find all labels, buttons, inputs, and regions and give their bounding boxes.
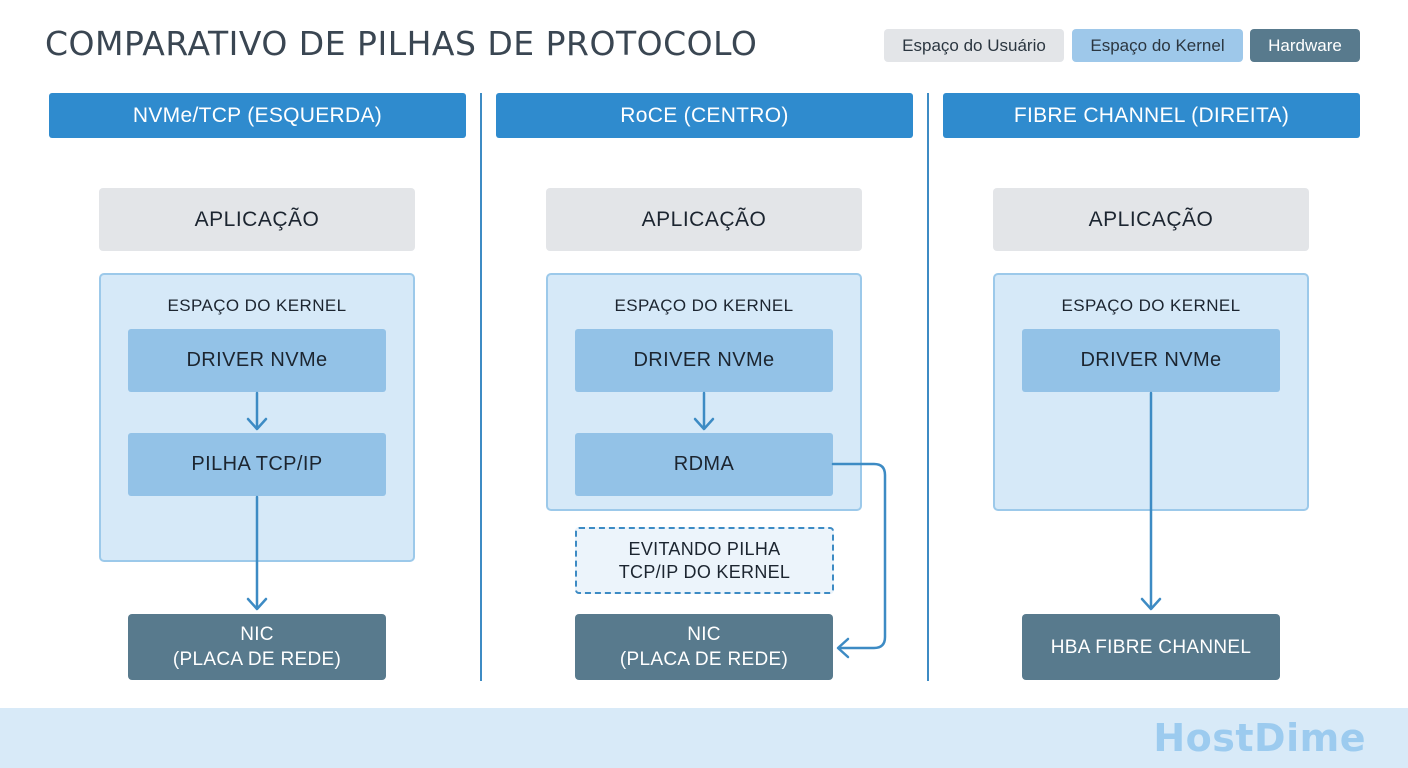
kernel-space-label: ESPAÇO DO KERNEL — [167, 296, 347, 315]
legend-hardware: Hardware — [1250, 29, 1360, 62]
column-header-nvme-tcp: NVMe/TCP (ESQUERDA) — [49, 93, 466, 138]
fibre-channel-hba-box: HBA FIBRE CHANNEL — [1022, 614, 1280, 680]
footer-band — [0, 708, 1408, 768]
nic-hardware-box: NIC (PLACA DE REDE) — [128, 614, 386, 680]
bypass-note-line: EVITANDO PILHA — [628, 538, 781, 559]
column-header-fibre-channel: FIBRE CHANNEL (DIREITA) — [943, 93, 1360, 138]
column-divider — [480, 93, 482, 681]
hardware-label: NIC — [687, 624, 721, 645]
application-box: APLICAÇÃO — [99, 188, 415, 251]
hardware-sublabel: (PLACA DE REDE) — [619, 649, 789, 670]
brand-logo: HostDime — [1153, 716, 1366, 760]
rdma-box: RDMA — [575, 433, 833, 496]
nic-hardware-box: NIC (PLACA DE REDE) — [575, 614, 833, 680]
bypass-note-box: EVITANDO PILHA TCP/IP DO KERNEL — [575, 527, 834, 594]
nvme-driver-box: DRIVER NVMe — [1022, 329, 1280, 392]
column-header-roce: RoCE (CENTRO) — [496, 93, 913, 138]
kernel-space-label: ESPAÇO DO KERNEL — [1061, 296, 1241, 315]
hardware-sublabel: (PLACA DE REDE) — [172, 649, 342, 670]
tcp-ip-stack-box: PILHA TCP/IP — [128, 433, 386, 496]
legend-kernel-space: Espaço do Kernel — [1072, 29, 1243, 62]
kernel-space-box: ESPAÇO DO KERNEL — [993, 273, 1309, 511]
hardware-label: HBA FIBRE CHANNEL — [1050, 636, 1252, 658]
nvme-driver-box: DRIVER NVMe — [575, 329, 833, 392]
nvme-driver-box: DRIVER NVMe — [128, 329, 386, 392]
application-box: APLICAÇÃO — [993, 188, 1309, 251]
application-box: APLICAÇÃO — [546, 188, 862, 251]
hardware-label: NIC — [240, 624, 274, 645]
kernel-space-label: ESPAÇO DO KERNEL — [614, 296, 794, 315]
legend-user-space: Espaço do Usuário — [884, 29, 1064, 62]
page-title: COMPARATIVO DE PILHAS DE PROTOCOLO — [45, 24, 758, 63]
kernel-space-box: ESPAÇO DO KERNEL — [99, 273, 415, 562]
column-divider — [927, 93, 929, 681]
bypass-note-line: TCP/IP DO KERNEL — [618, 561, 791, 582]
